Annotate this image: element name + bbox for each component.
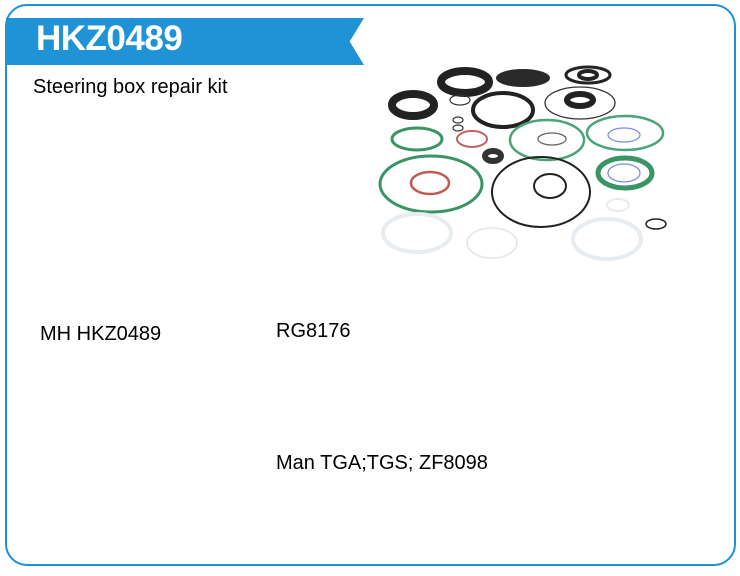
product-description: Steering box repair kit [33,76,228,98]
application: Man TGA;TGS; ZF8098 [276,452,488,474]
product-card [5,4,736,566]
reference-number: RG8176 [276,320,351,342]
product-title: HKZ0489 [36,19,183,58]
part-number: MH HKZ0489 [40,323,162,345]
seal-kit-product-image [378,65,667,261]
title-banner [6,18,364,65]
